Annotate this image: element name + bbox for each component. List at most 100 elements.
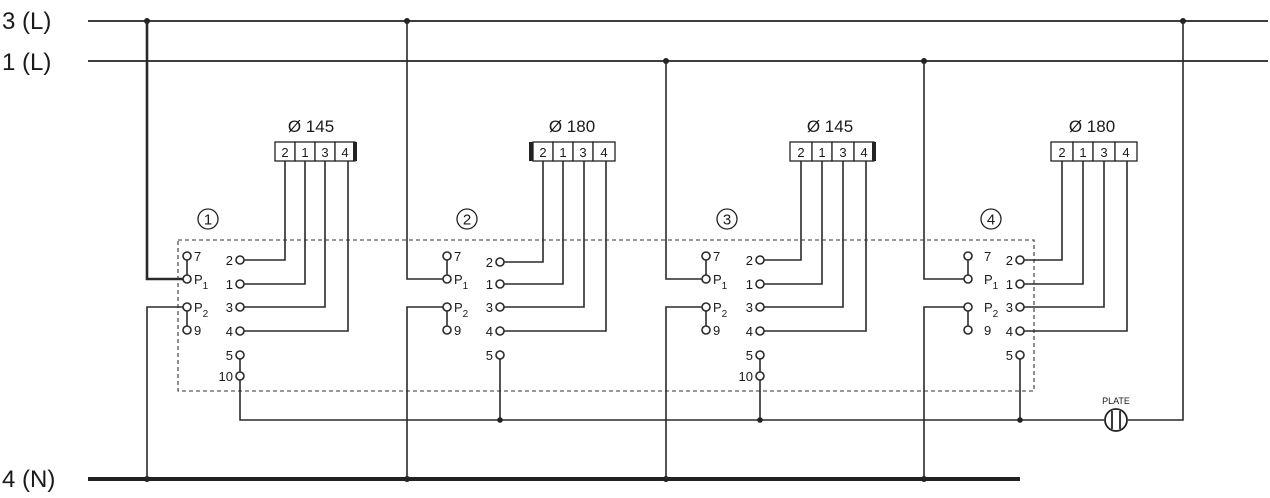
svg-text:P2: P2 xyxy=(984,300,999,320)
svg-text:1: 1 xyxy=(559,145,566,160)
svg-text:4: 4 xyxy=(1122,145,1129,160)
svg-text:7: 7 xyxy=(713,249,720,264)
terminal-block: 2 1 3 4 xyxy=(529,141,616,162)
svg-text:2: 2 xyxy=(281,145,288,160)
plate-return-wire xyxy=(1128,21,1184,421)
wire-t2 xyxy=(764,161,802,261)
wire-t3 xyxy=(764,161,844,308)
plate-label: PLATE xyxy=(1102,396,1130,406)
pin-3 xyxy=(1015,302,1025,312)
pin-7 xyxy=(182,251,192,261)
svg-text:3: 3 xyxy=(839,145,846,160)
svg-text:3: 3 xyxy=(579,145,586,160)
common-bus-wire xyxy=(239,380,1104,421)
svg-text:3: 3 xyxy=(1100,145,1107,160)
svg-text:3: 3 xyxy=(486,300,493,315)
wire-t2 xyxy=(244,161,286,261)
pin-p1 xyxy=(701,274,711,284)
svg-text:1: 1 xyxy=(226,277,233,292)
unit-3: 7 P1 P2 9 2 1 3 4 Ø 145 2 1 3 4 5 xyxy=(665,61,876,479)
pin-9 xyxy=(442,325,452,335)
wire-t3 xyxy=(504,161,585,308)
svg-text:1: 1 xyxy=(204,212,212,229)
svg-text:4: 4 xyxy=(600,145,607,160)
svg-text:3: 3 xyxy=(1006,300,1013,315)
pin-3 xyxy=(235,302,245,312)
pin-1 xyxy=(495,279,505,289)
unit-number-badge xyxy=(197,208,219,230)
svg-text:P1: P1 xyxy=(454,272,469,292)
pin-1 xyxy=(235,279,245,289)
wire-t3 xyxy=(244,161,326,308)
pin-p2 xyxy=(701,302,711,312)
pin-2 xyxy=(495,257,505,267)
pin-p1 xyxy=(442,274,452,284)
pin-p2 xyxy=(182,302,192,312)
svg-text:4: 4 xyxy=(486,324,493,339)
pin-label-p2: P2 xyxy=(194,300,209,320)
pin-label-7: 7 xyxy=(194,249,201,264)
pin-9 xyxy=(182,325,192,335)
svg-text:4: 4 xyxy=(987,212,995,229)
pin-2 xyxy=(235,255,245,265)
wire-t4 xyxy=(244,161,349,332)
wire-t4 xyxy=(1024,161,1128,332)
pin-label-9: 9 xyxy=(194,323,201,338)
pin-3 xyxy=(495,302,505,312)
svg-text:2: 2 xyxy=(226,253,233,268)
svg-text:P1: P1 xyxy=(984,272,999,292)
svg-text:9: 9 xyxy=(713,323,720,338)
pin-10 xyxy=(755,371,765,381)
svg-text:2: 2 xyxy=(463,212,471,229)
svg-text:10: 10 xyxy=(219,369,233,384)
junction-dot xyxy=(757,417,763,423)
size-label: Ø 180 xyxy=(1069,117,1115,136)
size-label: Ø 145 xyxy=(288,117,334,136)
pin-4 xyxy=(235,326,245,336)
pin-1 xyxy=(1015,279,1025,289)
pin-9 xyxy=(701,325,711,335)
pin-5 xyxy=(755,350,765,360)
pin-5 xyxy=(495,350,505,360)
svg-text:1: 1 xyxy=(746,277,753,292)
unit-1: 7 P1 P2 9 2 1 3 4 Ø 145 2 1 3 xyxy=(145,21,357,479)
size-label: Ø 180 xyxy=(549,117,595,136)
svg-text:1: 1 xyxy=(486,277,493,292)
pin-4 xyxy=(495,326,505,336)
wire-t2 xyxy=(1024,161,1063,261)
svg-text:3: 3 xyxy=(723,212,731,229)
svg-text:4: 4 xyxy=(860,145,867,160)
pin-label-p1: P1 xyxy=(194,272,209,292)
svg-text:2: 2 xyxy=(486,255,493,270)
unit-number-badge xyxy=(716,208,738,230)
svg-text:P1: P1 xyxy=(713,272,728,292)
svg-text:4: 4 xyxy=(746,324,753,339)
wire-t4 xyxy=(764,161,867,332)
wire-t2 xyxy=(504,161,544,263)
pin-p2 xyxy=(442,302,452,312)
svg-text:1: 1 xyxy=(1006,277,1013,292)
l-feed-wire xyxy=(665,61,703,280)
svg-text:1: 1 xyxy=(1079,145,1086,160)
terminal-block: 2 1 3 4 xyxy=(1050,141,1138,162)
wire-t1 xyxy=(244,161,306,285)
svg-text:5: 5 xyxy=(746,348,753,363)
n-feed-wire xyxy=(665,306,703,479)
svg-text:1: 1 xyxy=(818,145,825,160)
rail-label-1l: 1 (L) xyxy=(2,49,51,76)
pin-1 xyxy=(755,279,765,289)
pin-3 xyxy=(755,302,765,312)
svg-text:1: 1 xyxy=(301,145,308,160)
svg-text:9: 9 xyxy=(454,323,461,338)
svg-text:7: 7 xyxy=(984,249,991,264)
wire-t1 xyxy=(1024,161,1084,285)
unit-number-badge xyxy=(980,208,1002,230)
pin-5 xyxy=(235,350,245,360)
svg-text:P2: P2 xyxy=(454,300,469,320)
junction-dot xyxy=(1017,417,1023,423)
junction-dot xyxy=(497,417,503,423)
rail-label-4n: 4 (N) xyxy=(2,466,55,493)
pin-7 xyxy=(963,251,973,261)
pin-7 xyxy=(442,251,452,261)
